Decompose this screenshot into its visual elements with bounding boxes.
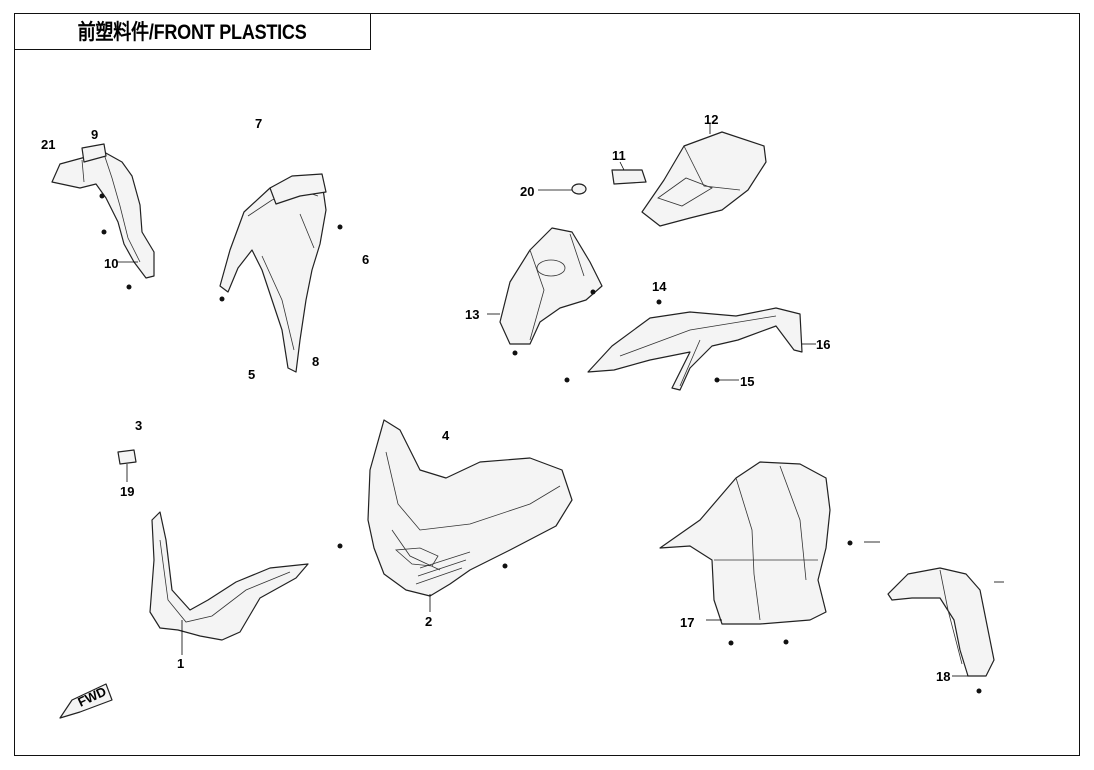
front-fascia (367, 419, 573, 597)
left-side-panel (219, 173, 327, 373)
title-box: 前塑料件/FRONT PLASTICS (14, 13, 371, 50)
right-headlight-bracket (887, 567, 995, 677)
svg-text:13: 13 (465, 307, 479, 322)
svg-text:14: 14 (652, 279, 667, 294)
right-fender (659, 461, 831, 625)
fwd-arrow-icon: FWD (59, 683, 113, 719)
front-rack (587, 307, 803, 391)
svg-text:18: 18 (936, 669, 950, 684)
svg-text:19: 19 (120, 484, 134, 499)
svg-text:16: 16 (816, 337, 830, 352)
leader-lines (116, 123, 1004, 677)
svg-text:7: 7 (255, 116, 262, 131)
left-headlight-bracket (51, 143, 155, 279)
drawing-border (14, 13, 1080, 756)
svg-text:20: 20 (520, 184, 534, 199)
svg-text:6: 6 (362, 252, 369, 267)
svg-text:15: 15 (740, 374, 754, 389)
svg-text:12: 12 (704, 112, 718, 127)
svg-text:8: 8 (312, 354, 319, 369)
svg-text:10: 10 (104, 256, 118, 271)
callout-labels: 1 2 3 4 5 6 7 8 9 10 11 12 13 14 15 16 1… (41, 112, 950, 684)
svg-text:9: 9 (91, 127, 98, 142)
page-title: 前塑料件/FRONT PLASTICS (77, 21, 307, 44)
svg-text:4: 4 (442, 428, 450, 443)
svg-text:2: 2 (425, 614, 432, 629)
svg-text:1: 1 (177, 656, 184, 671)
svg-text:5: 5 (248, 367, 255, 382)
dash-panel (499, 227, 603, 345)
svg-text:11: 11 (612, 148, 626, 163)
svg-text:17: 17 (680, 615, 694, 630)
svg-text:3: 3 (135, 418, 142, 433)
fastener-dots (99, 193, 982, 694)
lower-front-panel (149, 511, 309, 641)
svg-text:21: 21 (41, 137, 55, 152)
clip-part (117, 449, 137, 465)
top-cover-group (571, 131, 767, 227)
